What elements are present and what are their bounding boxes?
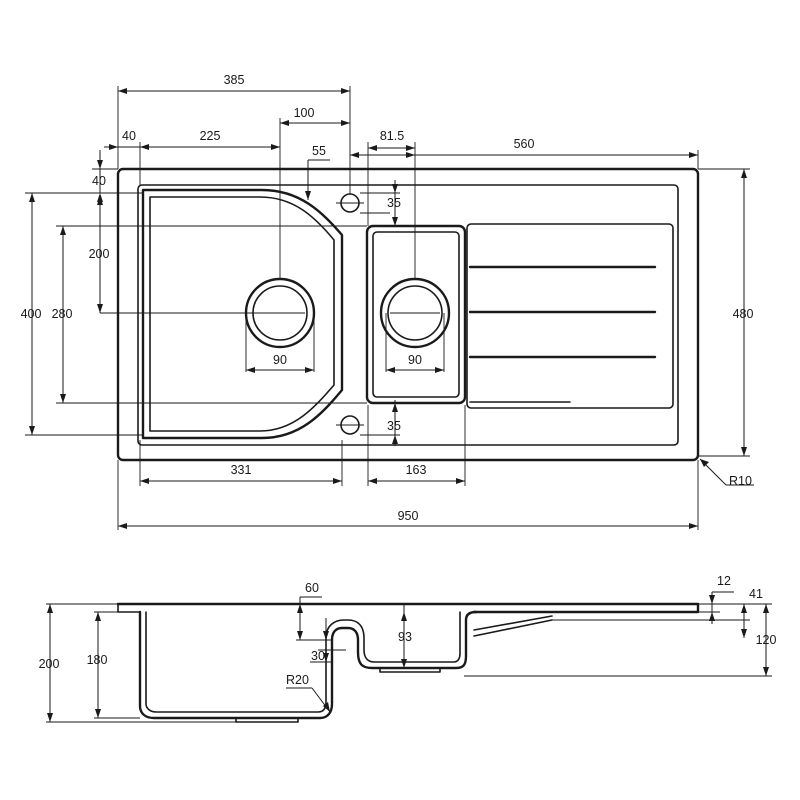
dim-40-vertical: 40 [92,174,106,188]
section-view: 60 12 41 93 30 120 200 [39,574,777,723]
sink-rim-outline [137,184,679,446]
dim-280: 280 [52,307,73,321]
large-bowl-inner [149,196,335,432]
sink-outer-outline [116,167,700,462]
dim-163: 163 [406,463,427,477]
large-bowl-section [138,610,478,720]
large-bowl-outer [141,188,344,440]
dim-560: 560 [514,137,535,151]
dim-225: 225 [200,129,221,143]
large-bowl-section-inner [145,611,461,713]
dim-385: 385 [224,73,245,87]
dim-12: 12 [717,574,731,588]
dim-331: 331 [231,463,252,477]
dim-950: 950 [398,509,419,523]
dim-120: 120 [756,633,777,647]
small-bowl-inner [372,231,460,398]
dim-40-horizontal: 40 [122,129,136,143]
dim-35-top: 35 [387,196,401,210]
dim-100: 100 [294,106,315,120]
dim-55: 55 [312,144,326,158]
dim-400: 400 [21,307,42,321]
dim-93: 93 [398,630,412,644]
dim-35-bottom: 35 [387,419,401,433]
dim-200: 200 [89,247,110,261]
dim-41: 41 [749,587,763,601]
drainer-slope [473,619,553,637]
dim-90-left: 90 [273,353,287,367]
dim-r20: R20 [286,673,309,687]
dim-30: 30 [311,649,325,663]
small-bowl-waste-inner [387,285,443,341]
drainer-outline [466,223,674,409]
small-bowl-outer [365,224,467,405]
dim-60: 60 [305,581,319,595]
section-deck-top [116,602,700,614]
dim-81-5: 81.5 [380,129,404,143]
dim-200-section: 200 [39,657,60,671]
small-bowl-waste-section [379,667,441,673]
dim-r10: R10 [729,474,752,488]
large-bowl-waste-section [235,717,299,723]
dim-480: 480 [733,307,754,321]
dim-180: 180 [87,653,108,667]
dim-90-right: 90 [408,353,422,367]
drainer-slope [473,615,553,631]
plan-view: 385 100 40 225 55 81.5 560 40 [21,73,754,530]
